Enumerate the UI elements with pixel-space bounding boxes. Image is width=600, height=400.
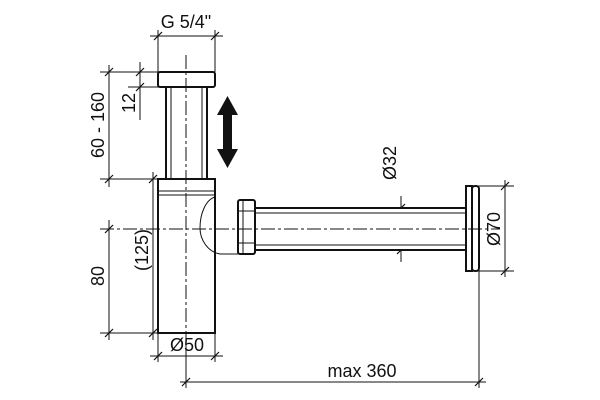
flange-diameter-label: Ø70 bbox=[484, 212, 504, 246]
siphon-body bbox=[157, 71, 480, 334]
body-diameter-label: Ø50 bbox=[170, 335, 204, 355]
outlet-nut bbox=[237, 199, 256, 255]
cap-height-label: 12 bbox=[119, 93, 139, 113]
thread-size-label: G 5/4" bbox=[161, 12, 211, 32]
height-range-label: 60 - 160 bbox=[88, 92, 108, 158]
body-height-label: (125) bbox=[132, 229, 152, 271]
dimension-lines bbox=[104, 31, 510, 387]
outlet-height-label: 80 bbox=[88, 266, 108, 286]
center-lines bbox=[100, 55, 500, 345]
pipe-diameter-label: Ø32 bbox=[380, 146, 400, 180]
double-arrow-vertical-icon bbox=[217, 96, 238, 168]
max-length-label: max 360 bbox=[327, 361, 396, 381]
